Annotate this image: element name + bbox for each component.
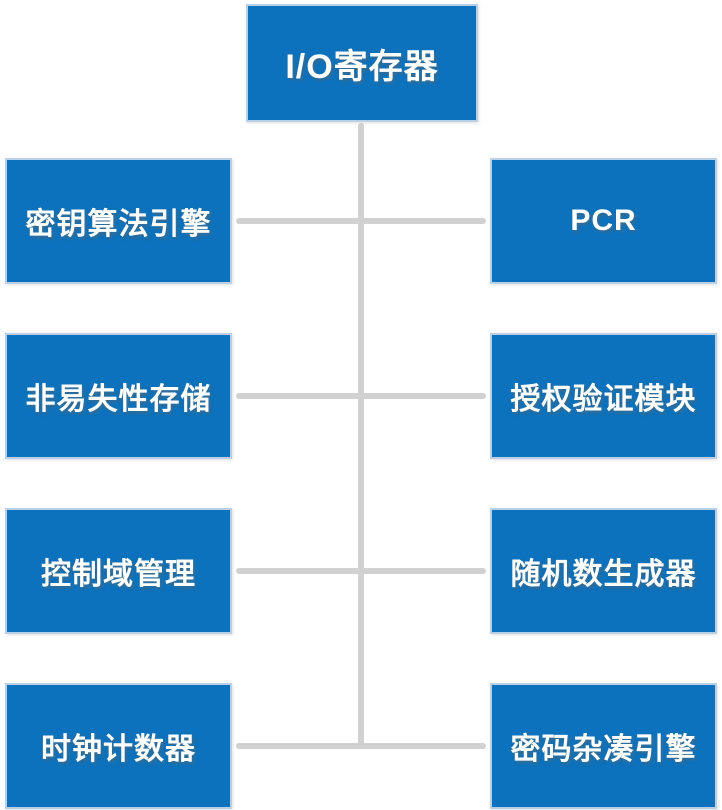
node-authorization-verification-module: 授权验证模块 <box>490 333 717 459</box>
node-control-domain-management: 控制域管理 <box>5 508 232 634</box>
connector-row-4 <box>236 743 486 749</box>
connector-row-2 <box>236 393 486 399</box>
connector-vertical-spine <box>358 123 364 747</box>
node-nonvolatile-storage: 非易失性存储 <box>5 333 232 459</box>
node-clock-counter: 时钟计数器 <box>5 683 232 809</box>
node-io-register: I/O寄存器 <box>246 4 478 122</box>
node-key-algorithm-engine: 密钥算法引擎 <box>5 158 232 284</box>
connector-row-1 <box>236 218 486 224</box>
node-crypto-hash-engine: 密码杂凑引擎 <box>490 683 717 809</box>
node-random-number-generator: 随机数生成器 <box>490 508 717 634</box>
connector-row-3 <box>236 568 486 574</box>
node-pcr: PCR <box>490 158 717 284</box>
